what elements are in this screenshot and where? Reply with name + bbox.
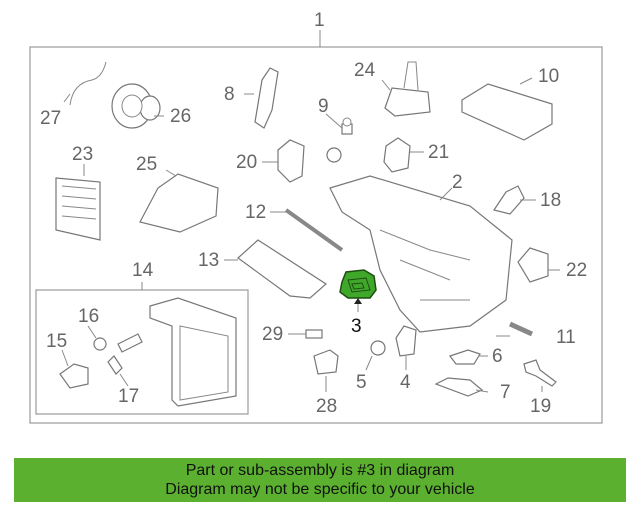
part-2-heater-case[interactable]	[329, 175, 513, 333]
callout-23: 23	[72, 144, 93, 165]
part-13-tray[interactable]	[237, 239, 327, 299]
part-28-connector[interactable]	[313, 349, 339, 375]
part-15-motor[interactable]	[59, 363, 89, 389]
banner-line-1: Part or sub-assembly is #3 in diagram	[185, 462, 455, 479]
part-6-clip[interactable]	[449, 349, 481, 365]
part-26-blower-motor[interactable]	[111, 83, 161, 129]
callout-28: 28	[316, 396, 337, 417]
part-25-housing[interactable]	[139, 173, 219, 233]
callout-18: 18	[540, 190, 561, 211]
assembly-frame	[29, 46, 603, 424]
callout-21: 21	[428, 142, 449, 163]
part-16-grommet[interactable]	[93, 337, 107, 351]
callout-27: 27	[40, 108, 61, 129]
part-29-screw[interactable]	[305, 329, 323, 339]
callout-10: 10	[538, 66, 559, 87]
part-18-actuator[interactable]	[493, 185, 525, 215]
callout-12: 12	[245, 202, 266, 223]
callout-17: 17	[118, 386, 139, 407]
part-17-connector[interactable]	[107, 355, 123, 375]
callout-8: 8	[224, 84, 235, 105]
callout-25: 25	[136, 154, 157, 175]
callout-13: 13	[198, 250, 219, 271]
part-5-grommet[interactable]	[370, 340, 386, 356]
callout-19: 19	[530, 396, 551, 417]
part-evaporator-core[interactable]	[149, 297, 237, 407]
callout-15: 15	[46, 331, 67, 352]
part-9-fastener[interactable]	[341, 117, 353, 135]
callout-2: 2	[452, 172, 463, 193]
callout-14: 14	[132, 260, 154, 281]
part-21-actuator[interactable]	[383, 137, 411, 173]
callout-16: 16	[78, 306, 99, 327]
part-23-cabin-filter[interactable]	[55, 177, 101, 241]
part-8-bracket[interactable]	[254, 67, 279, 129]
part-3-highlighted[interactable]	[339, 269, 377, 299]
part-24-actuator[interactable]	[384, 61, 431, 117]
callout-4: 4	[400, 372, 411, 393]
part-7-duct[interactable]	[434, 377, 484, 397]
parts-diagram: 1 2 3 4 5 6 7 8 9 10 11 12 13 14 15 16 1…	[29, 10, 603, 424]
part-11-rod[interactable]	[508, 321, 534, 337]
part-27-hose[interactable]	[69, 61, 107, 106]
callout-24: 24	[354, 60, 376, 81]
part-4-bracket[interactable]	[395, 325, 417, 357]
callout-20: 20	[236, 152, 257, 173]
callout-22: 22	[566, 260, 587, 281]
callout-29: 29	[262, 324, 283, 345]
part-grommet[interactable]	[326, 147, 342, 163]
callout-7: 7	[500, 382, 511, 403]
part-19-sensor[interactable]	[523, 359, 557, 387]
part-22-actuator[interactable]	[517, 247, 549, 283]
part-10-panel[interactable]	[461, 83, 553, 141]
callout-5: 5	[356, 372, 367, 393]
part-12-rod[interactable]	[284, 208, 344, 252]
info-banner: Part or sub-assembly is #3 in diagram Di…	[14, 458, 626, 502]
callout-26: 26	[170, 106, 191, 127]
callout-11: 11	[556, 327, 576, 348]
part-20-actuator[interactable]	[277, 139, 305, 183]
callout-9: 9	[318, 96, 329, 117]
callout-3: 3	[351, 316, 362, 337]
callout-1: 1	[314, 10, 325, 31]
banner-line-2: Diagram may not be specific to your vehi…	[165, 481, 475, 498]
callout-6: 6	[492, 346, 503, 367]
